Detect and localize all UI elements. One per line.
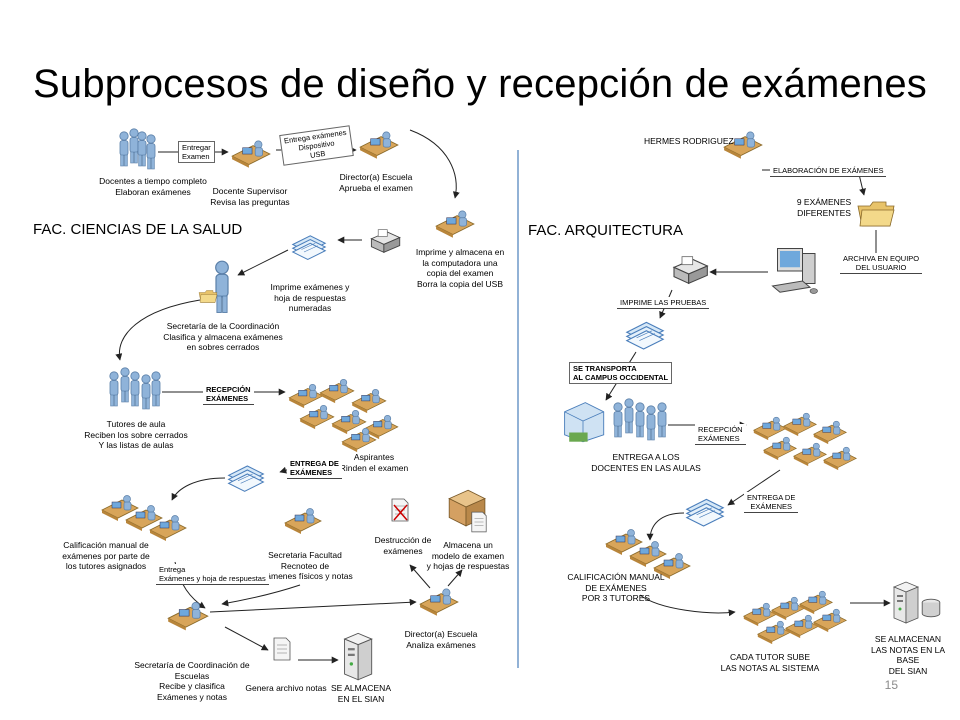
node-imprime-usb: Imprime y almacena en la computadora una… [415, 247, 505, 289]
edge-entrega-calificacion [171, 477, 226, 501]
tag-elaboracion: ELABORACIÓN DE EXÁMENES [770, 165, 887, 177]
node-director1: Director(a) Escuela Aprueba el examen [339, 172, 413, 193]
printer-icon [370, 229, 401, 253]
edge-director-destruccion [409, 564, 431, 589]
tag-entrega-hojas: Entrega Exámenes y hoja de respuestas [156, 564, 269, 585]
node-secretaria-escuelas: Secretaría de Coordinación de Escuelas R… [134, 660, 250, 702]
edge-escuelas-director [209, 598, 417, 613]
tag-imprime: IMPRIME LAS PRUEBAS [617, 297, 710, 309]
campus-building-icon [564, 402, 605, 443]
node-destruccion: Destrucción de exámenes [374, 535, 432, 556]
file-icon [273, 637, 291, 661]
tag-archiva: ARCHIVA EN EQUIPO DEL USUARIO [840, 253, 923, 274]
edge-escuelas-genera [224, 626, 269, 651]
edge-calif-sube [639, 594, 736, 617]
database-icon [921, 598, 941, 618]
papers-stack-2-icon [228, 465, 264, 492]
right-aspirantes-desks-icon [753, 412, 857, 471]
left-docentes-group-icon [119, 128, 156, 170]
node-genera: Genera archivo notas [245, 683, 327, 693]
node-secretaria-facultad: Secretaria Facultad Recnoteo de exámenes… [257, 550, 353, 581]
secretaria-escuelas-desk-icon [167, 601, 209, 631]
edge-facultad-escuelas [221, 584, 301, 607]
tag-entregar: Entregar Examen [178, 141, 215, 163]
answer-sheet-icon [471, 511, 487, 533]
left-tutores-group-icon [109, 367, 161, 410]
tag-transporta: SE TRANSPORTA AL CAMPUS OCCIDENTAL [569, 362, 673, 384]
node-secretaria-coord: Secretaría de la Coordinación Clasifica … [163, 321, 283, 352]
tag-recepcion: RECEPCIÓN EXÁMENES [203, 384, 254, 405]
left-aspirantes-desks-icon [288, 378, 399, 453]
right-docentes-group-icon [613, 398, 667, 441]
director2-desk-icon [419, 588, 459, 617]
node-aspirantes: Aspirantes Rinden el examen [339, 452, 409, 473]
left-section-label: FAC. CIENCIAS DE LA SALUD [33, 221, 243, 238]
papers-stack-icon [292, 235, 326, 261]
page-title: Subprocesos de diseño y recepción de exá… [33, 62, 927, 106]
node-tutor-sube: CADA TUTOR SUBE LAS NOTAS AL SISTEMA [720, 652, 820, 673]
right-printer-icon [673, 256, 708, 284]
tag-recepcion-r: RECEPCIÓN EXÁMENES [695, 424, 746, 445]
director-desk-icon [359, 131, 399, 160]
folder-icon [857, 201, 895, 227]
envelope-folder-icon [198, 290, 218, 303]
left-calificacion-desks-icon [101, 495, 187, 542]
supervisor-desk-icon [231, 140, 271, 169]
node-almacena-modelo: Almacena un modelo de examen y hojas de … [426, 540, 510, 571]
node-calificacion: Calificación manual de exámenes por part… [62, 540, 150, 571]
right-papers-2-icon [686, 498, 724, 527]
edge-entrega-calif-r [646, 512, 685, 541]
node-entrega-docentes: ENTREGA A LOS DOCENTES EN LAS AULAS [591, 452, 701, 473]
node-imprime-hojas: Imprime exámenes y hoja de respuestas nu… [270, 282, 350, 313]
node-tutores: Tutores de aula Reciben los sobre cerrad… [84, 419, 188, 450]
node-hermes: HERMES RODRIGUEZ [644, 136, 734, 146]
secretaria-coord-icon [215, 260, 229, 314]
edge-secretaria-tutores [115, 299, 201, 361]
page-number: 15 [884, 678, 898, 692]
right-tutor-desks-icon [743, 590, 847, 645]
tag-entrega-ex-r: ENTREGA DE EXÁMENES [744, 492, 799, 513]
node-calificacion-r: CALIFICACIÓN MANUAL DE EXÁMENES POR 3 TU… [567, 572, 665, 603]
node-sian-left: SE ALMACENA EN EL SIAN [331, 683, 391, 704]
edge-director-imprime [409, 129, 460, 199]
node-docentes: Docentes a tiempo completo Elaboran exám… [99, 176, 207, 197]
secretaria-facultad-desk-icon [284, 508, 322, 535]
node-nueve: 9 EXÁMENES DIFERENTES [796, 197, 852, 218]
right-papers-icon [626, 321, 664, 350]
server-icon [343, 632, 373, 681]
node-supervisor: Docente Supervisor Revisa las preguntas [210, 186, 290, 207]
edge-director-almacena [447, 569, 463, 587]
node-director2: Director(a) Escuela Analiza exámenes [404, 629, 478, 650]
imprime-desk-icon [435, 210, 475, 239]
right-section-label: FAC. ARQUITECTURA [528, 222, 684, 239]
edge-aspirantes-entrega-r [727, 469, 781, 506]
computer-icon [771, 247, 819, 295]
edge-hojas-secretaria [237, 249, 289, 276]
right-server-icon [893, 581, 919, 624]
tag-entrega-ex: ENTREGA DE EXÁMENES [287, 458, 342, 479]
node-sian-right: SE ALMACENAN LAS NOTAS EN LA BASE DEL SI… [870, 634, 945, 676]
